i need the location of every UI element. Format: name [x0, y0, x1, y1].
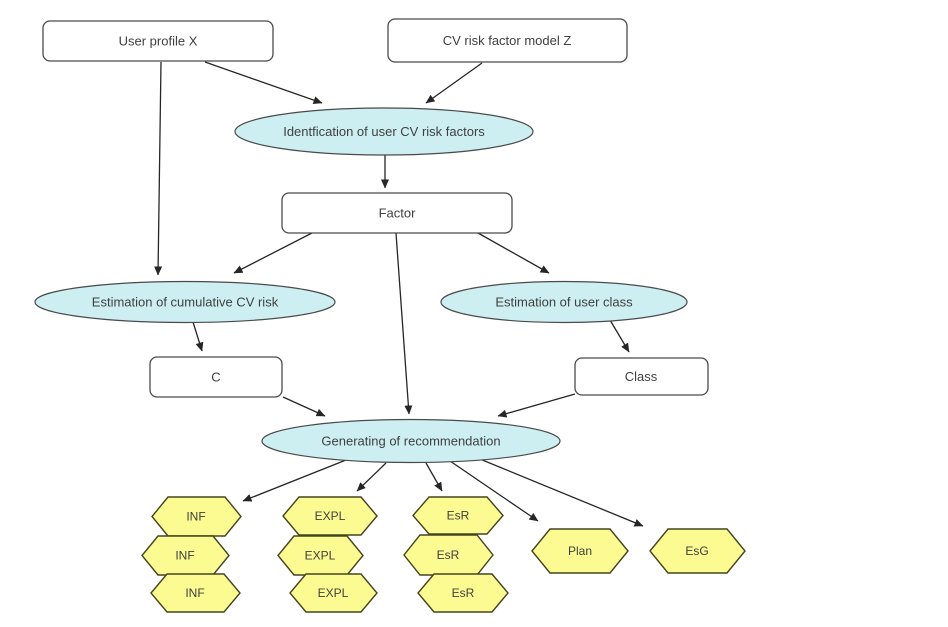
- edge-generating-inf: [242, 459, 347, 502]
- node-est-cumulative-ellipse: [34, 280, 336, 324]
- node-cv-model-box: [387, 18, 628, 63]
- hex-esr-1-label: EsR: [447, 509, 470, 523]
- hex-esr-1: [412, 496, 504, 535]
- edge-cvmodel-identification: [425, 62, 483, 104]
- edge-userprofile-identification: [204, 61, 323, 104]
- node-identification-ellipse: [234, 107, 534, 156]
- hex-inf-3-label: INF: [185, 586, 204, 600]
- node-cv-model-label: CV risk factor model Z: [443, 33, 572, 48]
- node-identification-label: Identfication of user CV risk factors: [283, 124, 485, 139]
- hex-plan: [531, 528, 629, 574]
- hex-expl-3-label: EXPL: [318, 586, 349, 600]
- hex-inf-3: [150, 573, 241, 613]
- hex-esr-2-label: EsR: [437, 548, 460, 562]
- edge-c-generating: [282, 396, 326, 417]
- edge-class-generating: [497, 393, 576, 418]
- hex-esg: [649, 528, 746, 574]
- node-est-cumulative-label: Estimation of cumulative CV risk: [92, 295, 279, 310]
- edge-generating-esg: [474, 456, 644, 527]
- node-generating-label: Generating of recommendation: [321, 434, 500, 449]
- edge-factor-estclass: [477, 232, 550, 274]
- edge-factor-estcumulative: [233, 232, 313, 274]
- rect-nodes: User profile X CV risk factor model Z Fa…: [42, 18, 709, 398]
- hex-expl-1-label: EXPL: [315, 509, 346, 523]
- node-user-profile-box: [42, 20, 274, 62]
- process-nodes: Identfication of user CV risk factors Es…: [34, 107, 688, 464]
- node-factor-label: Factor: [379, 206, 417, 221]
- output-hexagons: INF INF INF EXPL EXPL EXPL EsR EsR EsR P…: [141, 496, 746, 613]
- edge-factor-generating: [395, 232, 413, 415]
- hex-inf-2-label: INF: [175, 549, 194, 563]
- node-c-label: C: [211, 370, 220, 385]
- hex-expl-1: [282, 496, 378, 536]
- edge-generating-plan: [449, 460, 539, 522]
- node-est-class-label: Estimation of user class: [495, 295, 633, 310]
- hex-inf-1: [151, 496, 242, 537]
- hex-expl-2-label: EXPL: [305, 549, 336, 563]
- edge-generating-expl: [356, 462, 387, 492]
- hex-esg-label: EsG: [685, 544, 708, 558]
- node-factor-box: [281, 192, 513, 234]
- edge-userprofile-estcumulative: [154, 61, 163, 276]
- hex-inf-1-label: INF: [186, 510, 205, 524]
- hex-esr-3: [417, 573, 509, 613]
- edges: [154, 61, 644, 527]
- hex-plan-label: Plan: [568, 544, 592, 558]
- hex-expl-3: [289, 573, 378, 613]
- node-class-box: [574, 357, 709, 396]
- node-class-label: Class: [625, 369, 658, 384]
- hex-esr-3-label: EsR: [452, 586, 475, 600]
- edge-estcumulative-c: [192, 321, 204, 352]
- node-est-class-ellipse: [440, 280, 688, 324]
- node-user-profile-label: User profile X: [119, 34, 198, 49]
- node-c-box: [149, 356, 283, 398]
- node-generating-ellipse: [261, 418, 561, 464]
- edge-estclass-class: [609, 319, 630, 353]
- edge-generating-esr: [425, 462, 443, 492]
